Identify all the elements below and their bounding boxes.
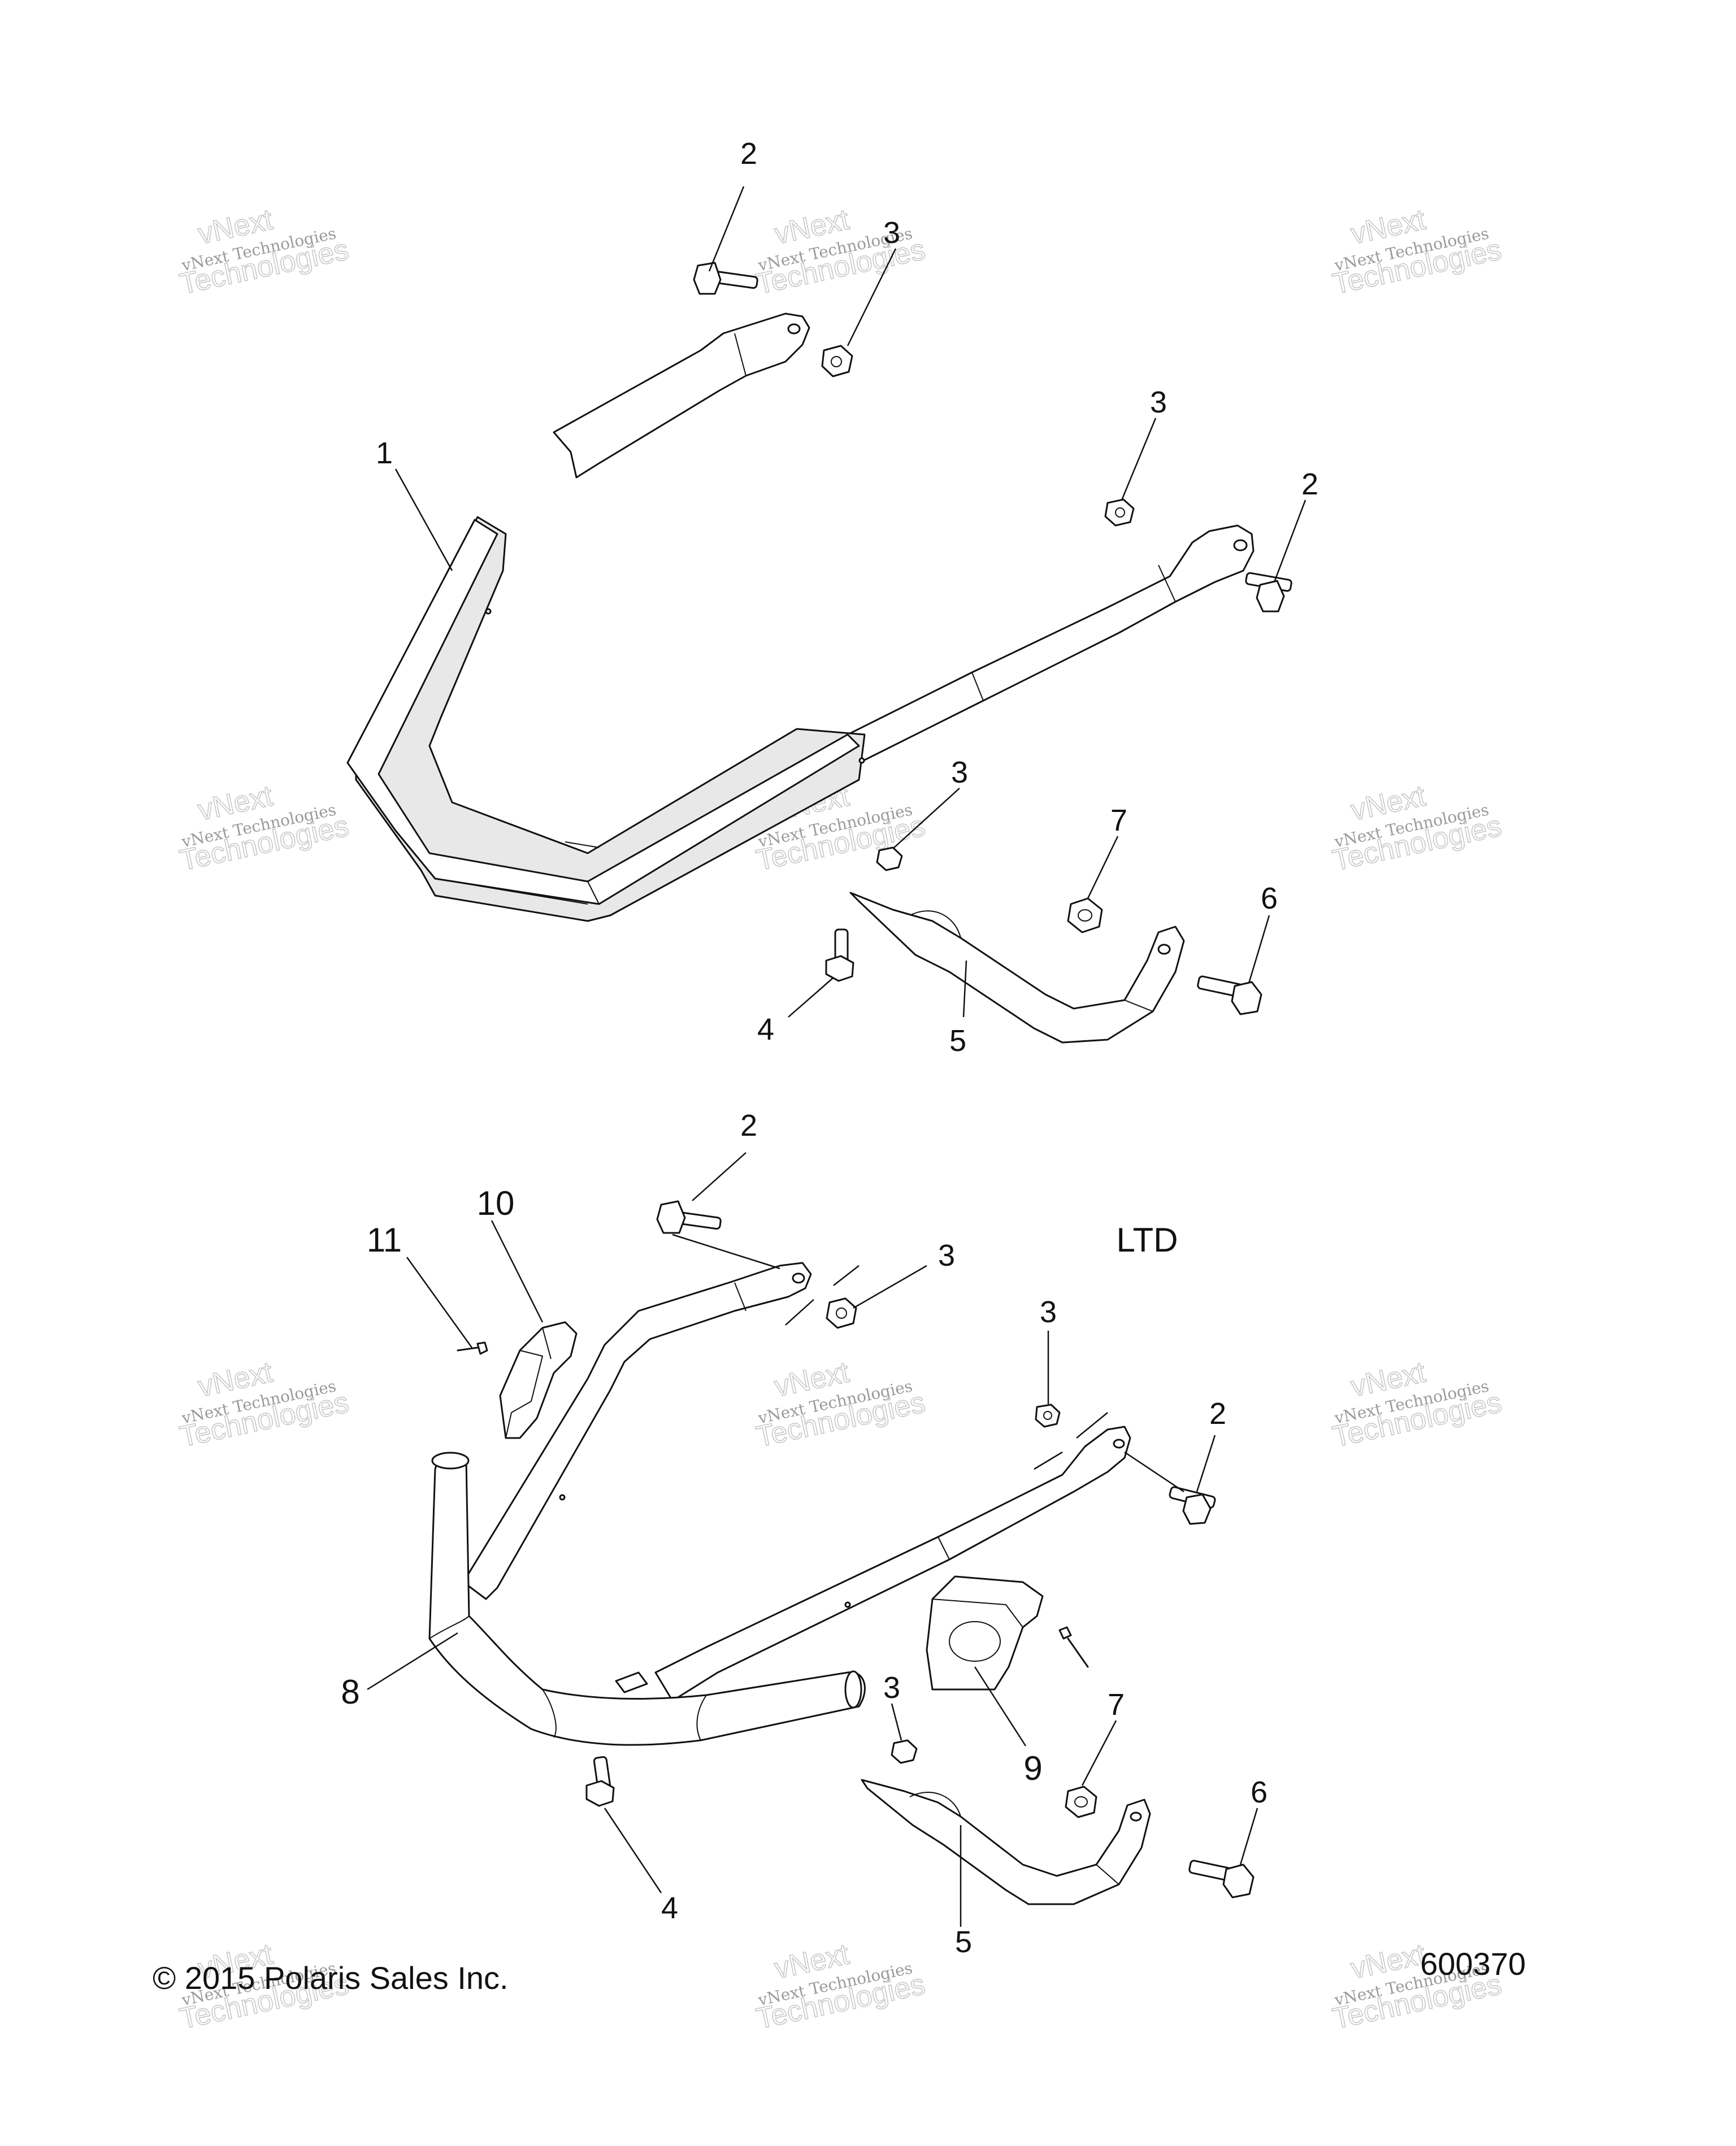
callout-4: 4 <box>661 1891 678 1925</box>
nut-3-bottom-left <box>826 1297 857 1329</box>
callout-3: 3 <box>938 1239 955 1272</box>
bolt-6-bottom <box>1188 1860 1255 1899</box>
variant-label: LTD <box>1117 1221 1178 1259</box>
screw-11 <box>457 1341 488 1355</box>
callout-3: 3 <box>1150 385 1167 419</box>
nut-3-bottom-right <box>1035 1404 1061 1428</box>
screw-9 <box>1058 1626 1089 1668</box>
callout-7: 7 <box>1110 803 1127 837</box>
callout-3: 3 <box>883 216 900 250</box>
callout-5: 5 <box>949 1024 966 1058</box>
bottom-assembly: LTD <box>341 1109 1268 1959</box>
washer-7-bottom <box>1065 1786 1097 1818</box>
callout-9: 9 <box>1023 1749 1042 1787</box>
bolt-6-top <box>1197 975 1262 1015</box>
watermark: vNext vNext Technologies Technologies <box>1329 203 1505 302</box>
copyright-text: © 2015 Polaris Sales Inc. <box>153 1960 509 1996</box>
watermark: vNext vNext Technologies Technologies <box>1329 779 1505 878</box>
guard-bracket-left <box>499 1321 578 1439</box>
watermark: vNext vNext Technologies Technologies <box>176 1356 352 1454</box>
bolt-2-top-right <box>1245 572 1292 612</box>
bolt-4-bottom <box>585 1756 615 1807</box>
tubular-bumper <box>428 1262 1131 1746</box>
callout-6: 6 <box>1261 881 1278 915</box>
watermark: vNext vNext Technologies Technologies <box>176 203 352 302</box>
callout-2: 2 <box>740 1109 757 1142</box>
callout-6: 6 <box>1251 1775 1268 1809</box>
lower-bracket-tube <box>861 1779 1151 1905</box>
callout-10: 10 <box>477 1184 515 1222</box>
callout-3: 3 <box>1040 1295 1057 1329</box>
nut-3-bottom-middle <box>891 1739 918 1764</box>
watermark: vNext vNext Technologies Technologies <box>176 779 352 878</box>
watermark: vNext vNext Technologies Technologies <box>1329 1356 1505 1454</box>
watermark-layer: vNext vNext Technologies Technologies vN… <box>176 203 1505 2036</box>
drawing-number: 600370 <box>1420 1946 1526 1982</box>
callout-2: 2 <box>1209 1397 1226 1431</box>
nut-3-top-right <box>1104 498 1135 527</box>
nut-3-top-left <box>821 345 853 377</box>
callout-3: 3 <box>883 1671 900 1705</box>
callout-2: 2 <box>1301 467 1318 501</box>
callout-5: 5 <box>955 1925 972 1959</box>
guard-bracket-right <box>926 1575 1044 1691</box>
lower-bracket-tube <box>849 892 1185 1044</box>
callout-4: 4 <box>757 1013 774 1046</box>
callout-1: 1 <box>376 436 393 470</box>
watermark: vNext vNext Technologies Technologies <box>753 203 928 302</box>
callout-7: 7 <box>1108 1688 1125 1722</box>
callout-3: 3 <box>951 755 968 789</box>
bolt-2-bottom-right <box>1169 1486 1216 1525</box>
bolt-2-bottom-left <box>656 1200 722 1234</box>
top-assembly: 2 3 3 2 1 3 7 6 4 5 <box>346 137 1318 1058</box>
washer-7-top <box>1067 897 1103 933</box>
front-bumper <box>346 312 1255 922</box>
watermark: vNext vNext Technologies Technologies <box>1329 1938 1505 2036</box>
callout-8: 8 <box>341 1673 359 1711</box>
bolt-2-top-left <box>693 262 758 295</box>
bolt-4-top <box>825 928 854 982</box>
watermark: vNext vNext Technologies Technologies <box>753 1938 928 2036</box>
callout-11: 11 <box>367 1221 402 1259</box>
callout-2: 2 <box>740 137 757 171</box>
nut-3-top-middle <box>876 846 903 871</box>
watermark: vNext vNext Technologies Technologies <box>753 1356 928 1454</box>
